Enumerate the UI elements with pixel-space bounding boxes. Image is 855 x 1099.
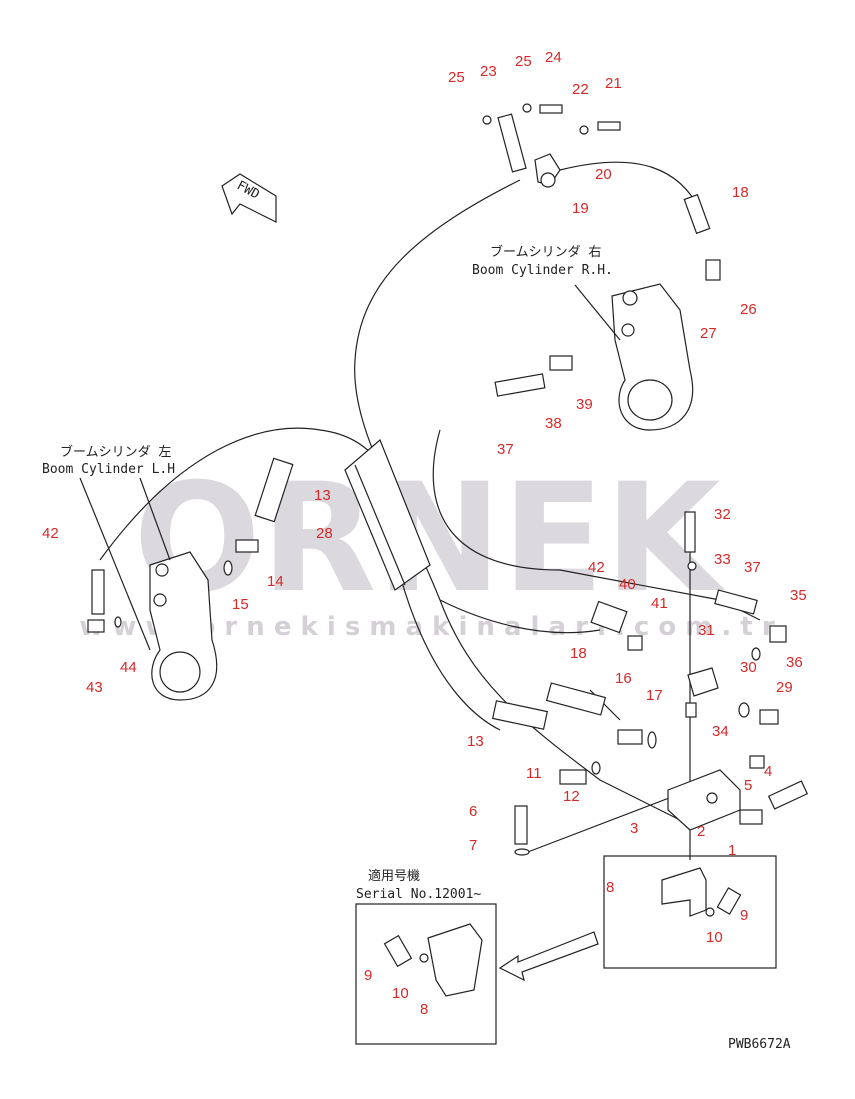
callout-36: 36 <box>786 654 803 671</box>
callout-8b: 8 <box>420 1001 428 1018</box>
hose-sleeve <box>344 438 431 591</box>
callout-7: 7 <box>469 837 477 854</box>
callout-6: 6 <box>469 803 477 820</box>
serial-en: Serial No.12001~ <box>356 887 481 902</box>
callout-25a: 25 <box>448 69 465 86</box>
callout-5: 5 <box>744 777 752 794</box>
watermark-brand: ORNEK <box>133 452 725 626</box>
manifold-block <box>667 511 741 831</box>
callout-18b: 18 <box>570 645 587 662</box>
callout-4: 4 <box>764 763 772 780</box>
callout-33: 33 <box>714 551 731 568</box>
callout-42a: 42 <box>42 525 59 542</box>
callout-14: 14 <box>267 573 284 590</box>
callout-15: 15 <box>232 596 249 613</box>
callout-39: 39 <box>576 396 593 413</box>
callout-44: 44 <box>120 659 137 676</box>
callout-38: 38 <box>545 415 562 432</box>
callout-35: 35 <box>790 587 807 604</box>
callout-34: 34 <box>712 723 729 740</box>
callout-27: 27 <box>700 325 717 342</box>
callout-13a: 13 <box>314 487 331 504</box>
detail-current <box>603 855 777 969</box>
callout-40: 40 <box>619 576 636 593</box>
callouts: 25 23 25 24 22 21 20 19 18 26 27 39 38 3… <box>42 49 807 1018</box>
boom-lh-en: Boom Cylinder L.H <box>42 462 175 477</box>
callout-19: 19 <box>572 200 589 217</box>
boom-cylinder-lh: ブームシリンダ 左 Boom Cylinder L.H <box>42 444 218 701</box>
callout-3: 3 <box>630 820 638 837</box>
drawing-number: PWB6672A <box>728 1037 791 1052</box>
callout-25b: 25 <box>515 53 532 70</box>
callout-42b: 42 <box>588 559 605 576</box>
boom-rh-en: Boom Cylinder R.H. <box>472 263 613 278</box>
callout-23: 23 <box>480 63 497 80</box>
boom-lh-jp: ブームシリンダ 左 <box>60 444 171 460</box>
callout-2: 2 <box>697 823 705 840</box>
callout-41: 41 <box>651 595 668 612</box>
callout-32: 32 <box>714 506 731 523</box>
top-bracket <box>482 103 721 281</box>
callout-37a: 37 <box>497 441 514 458</box>
callout-9b: 9 <box>364 967 372 984</box>
fittings <box>87 355 809 856</box>
fwd-arrow: FWD <box>221 173 277 223</box>
callout-16: 16 <box>615 670 632 687</box>
callout-31: 31 <box>698 622 715 639</box>
detail-serial: 適用号機 Serial No.12001~ <box>355 868 599 1045</box>
boom-cylinder-rh: ブームシリンダ 右 Boom Cylinder R.H. <box>472 244 694 431</box>
boom-rh-jp: ブームシリンダ 右 <box>490 244 601 260</box>
callout-26: 26 <box>740 301 757 318</box>
callout-10a: 10 <box>706 929 723 946</box>
callout-24: 24 <box>545 49 562 66</box>
callout-18a: 18 <box>732 184 749 201</box>
callout-1: 1 <box>728 842 736 859</box>
callout-30: 30 <box>740 659 757 676</box>
callout-21: 21 <box>605 75 622 92</box>
callout-17: 17 <box>646 687 663 704</box>
callout-13b: 13 <box>467 733 484 750</box>
callout-28: 28 <box>316 525 333 542</box>
callout-22: 22 <box>572 81 589 98</box>
callout-37b: 37 <box>744 559 761 576</box>
callout-10b: 10 <box>392 985 409 1002</box>
callout-12: 12 <box>563 788 580 805</box>
watermark: ORNEK w w w . o r n e k i s m a k i n a … <box>79 452 774 642</box>
callout-9a: 9 <box>740 907 748 924</box>
callout-11: 11 <box>526 765 542 782</box>
callout-20: 20 <box>595 166 612 183</box>
serial-jp: 適用号機 <box>368 868 420 884</box>
callout-8a: 8 <box>606 879 614 896</box>
callout-43: 43 <box>86 679 103 696</box>
callout-29: 29 <box>776 679 793 696</box>
